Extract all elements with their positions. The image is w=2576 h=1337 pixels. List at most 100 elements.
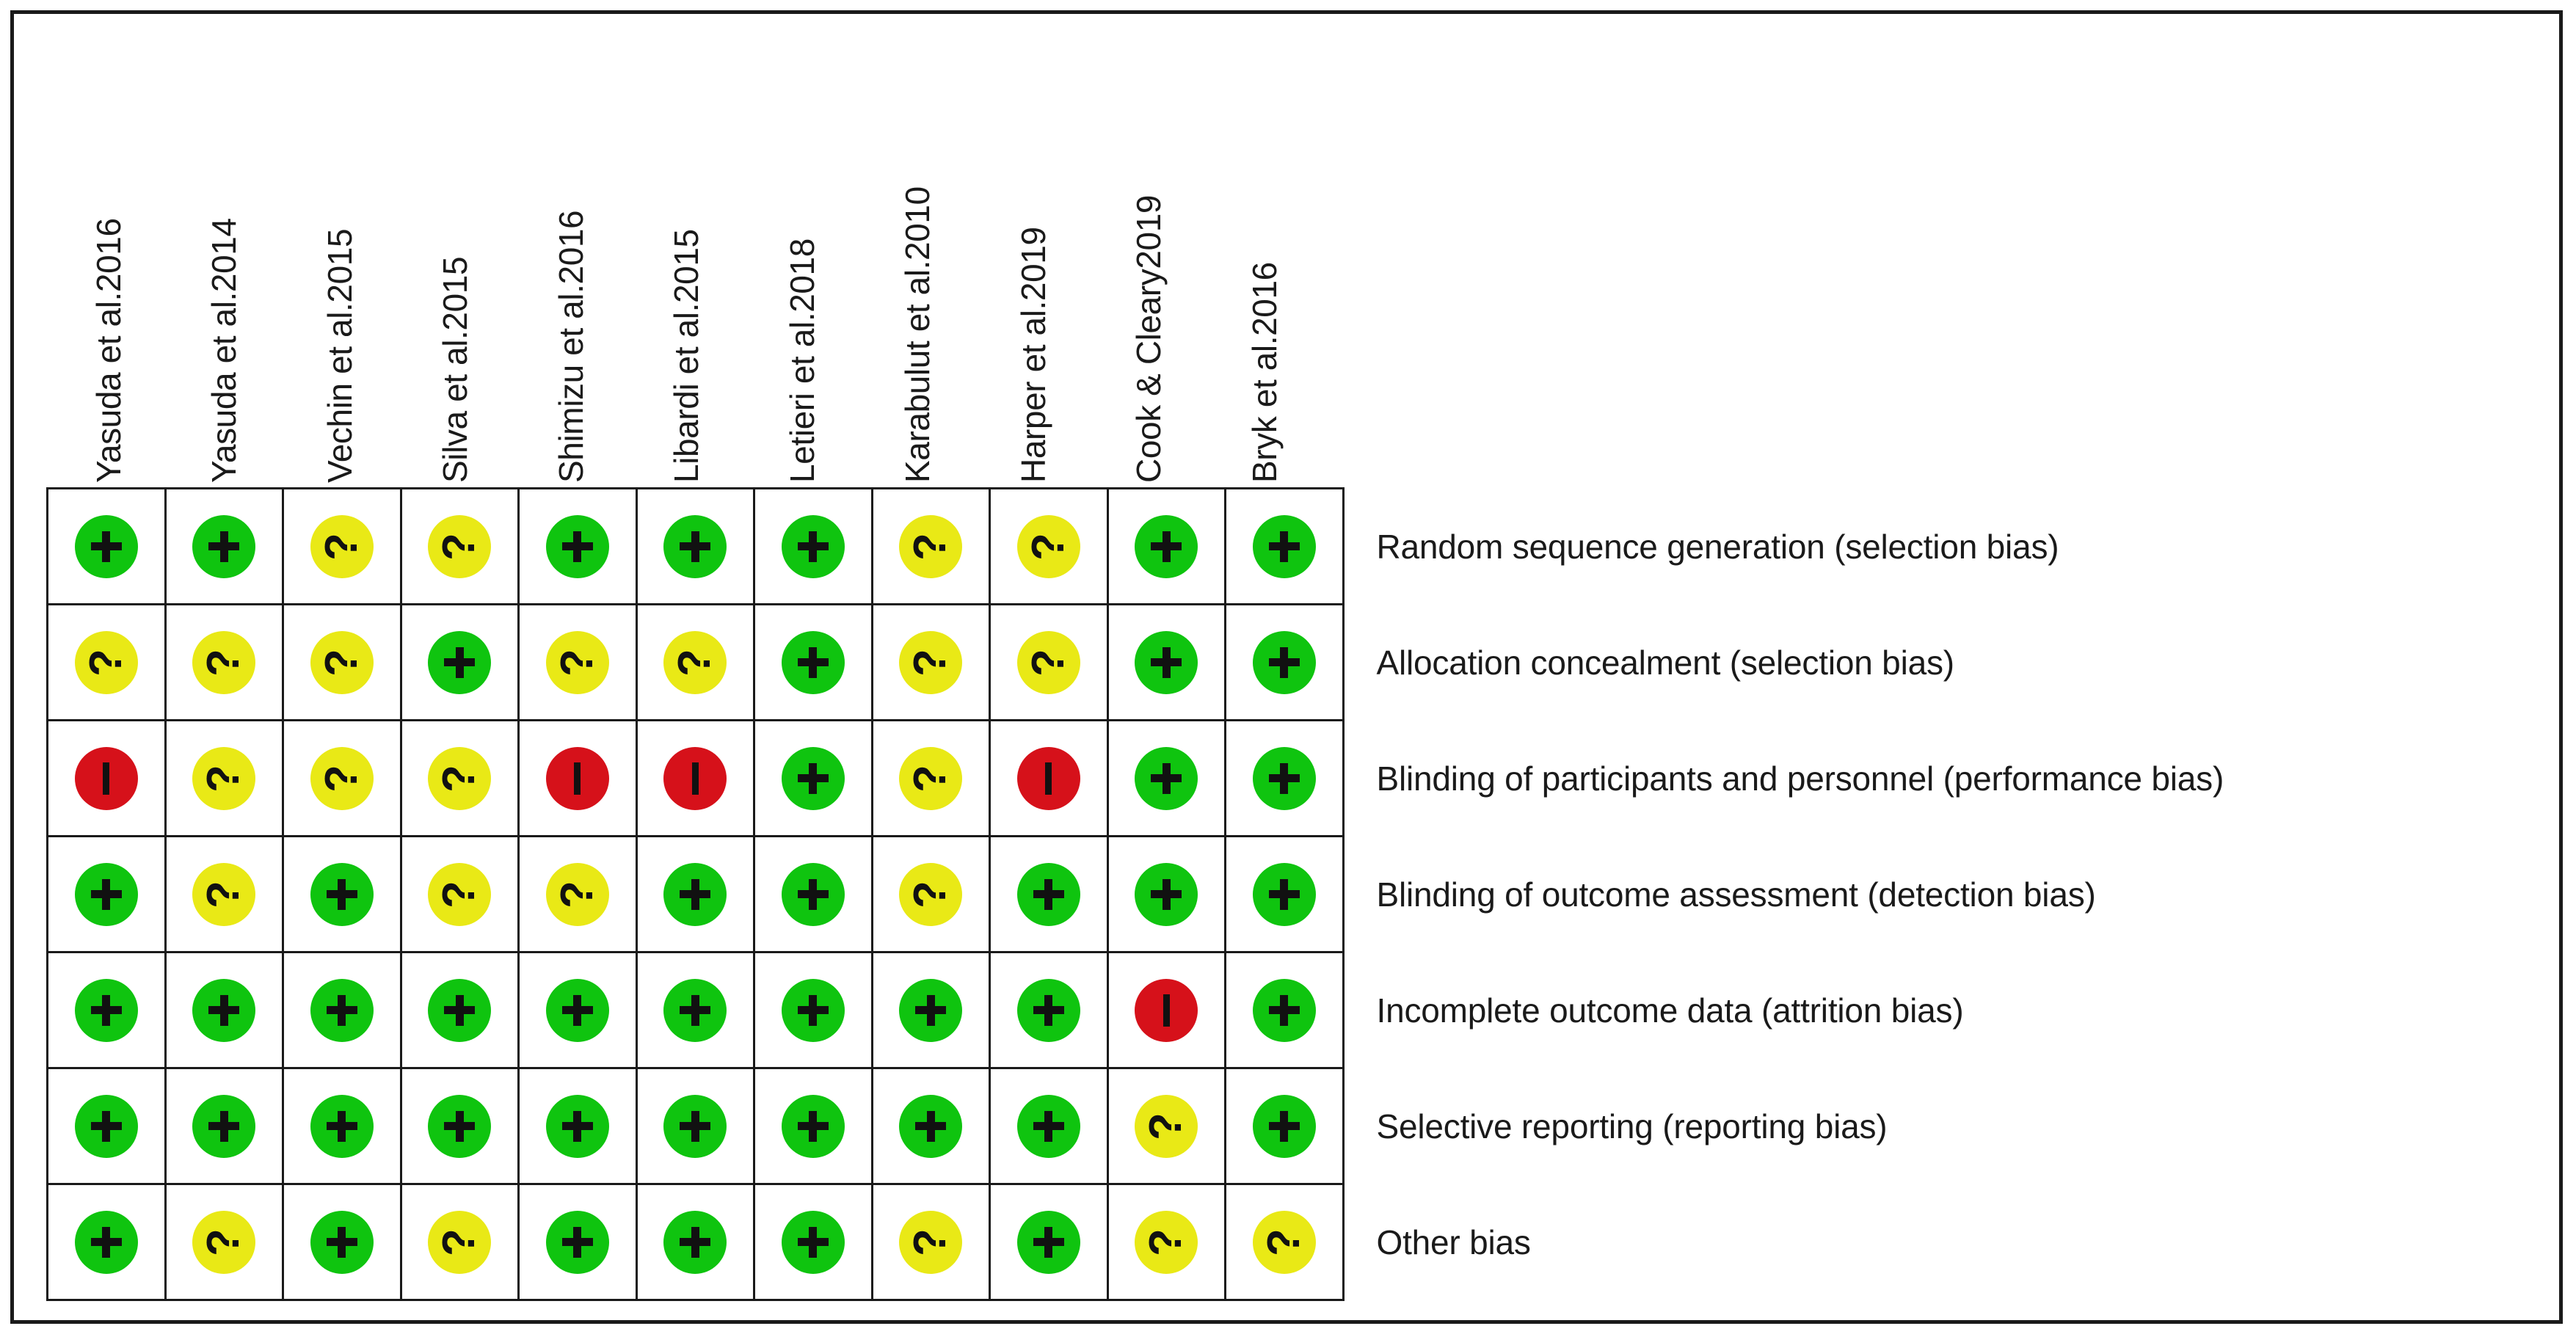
judgement-cell-r5-c6[interactable] <box>753 1067 873 1185</box>
judgement-cell-r5-c3[interactable] <box>399 1067 520 1185</box>
judgement-cell-r6-c9[interactable]: ? <box>1106 1183 1226 1301</box>
judgement-cell-r3-c5[interactable] <box>635 835 755 953</box>
study-header-2: Vechin et al.2015 <box>282 29 398 487</box>
judgement-unclear-icon: ? <box>74 630 138 694</box>
judgement-low-icon <box>545 514 609 578</box>
judgement-cell-r0-c0[interactable] <box>46 487 167 605</box>
domain-label-5: Selective reporting (reporting bias) <box>1376 1107 1888 1145</box>
judgement-cell-r2-c10[interactable] <box>1224 719 1345 837</box>
judgement-cell-r1-c5[interactable]: ? <box>635 603 755 721</box>
study-header-8: Harper et al.2019 <box>975 29 1091 487</box>
judgement-cell-r3-c2[interactable] <box>282 835 402 953</box>
judgement-cell-r1-c6[interactable] <box>753 603 873 721</box>
study-header-7: Karabulut et al.2010 <box>860 29 976 487</box>
judgement-cell-r3-c9[interactable] <box>1106 835 1226 953</box>
judgement-cell-r6-c5[interactable] <box>635 1183 755 1301</box>
judgement-cell-r0-c3[interactable]: ? <box>399 487 520 605</box>
judgement-cell-r1-c9[interactable] <box>1106 603 1226 721</box>
judgement-cell-r4-c7[interactable] <box>870 951 991 1069</box>
judgement-cell-r4-c3[interactable] <box>399 951 520 1069</box>
judgement-cell-r2-c1[interactable]: ? <box>164 719 284 837</box>
judgement-cell-r4-c0[interactable] <box>46 951 167 1069</box>
judgement-cell-r0-c1[interactable] <box>164 487 284 605</box>
judgement-cell-r0-c8[interactable]: ? <box>989 487 1109 605</box>
judgement-cell-r1-c4[interactable]: ? <box>517 603 638 721</box>
judgement-cell-r4-c10[interactable] <box>1224 951 1345 1069</box>
judgement-cell-r3-c1[interactable]: ? <box>164 835 284 953</box>
judgement-cell-r5-c9[interactable]: ? <box>1106 1067 1226 1185</box>
judgement-cell-r5-c8[interactable] <box>989 1067 1109 1185</box>
judgement-cell-r2-c4[interactable] <box>517 719 638 837</box>
judgement-cell-r1-c1[interactable]: ? <box>164 603 284 721</box>
judgement-unclear-icon: ? <box>428 862 492 926</box>
judgement-cell-r4-c2[interactable] <box>282 951 402 1069</box>
judgement-cell-r1-c8[interactable]: ? <box>989 603 1109 721</box>
judgement-cell-r3-c0[interactable] <box>46 835 167 953</box>
judgement-cell-r4-c5[interactable] <box>635 951 755 1069</box>
judgement-cell-r3-c7[interactable]: ? <box>870 835 991 953</box>
table-row: Incomplete outcome data (attrition bias) <box>46 951 2225 1069</box>
judgement-cell-r2-c2[interactable]: ? <box>282 719 402 837</box>
judgement-cell-r6-c10[interactable]: ? <box>1224 1183 1345 1301</box>
domain-label-3: Blinding of outcome assessment (detectio… <box>1376 875 2096 914</box>
judgement-cell-r6-c2[interactable] <box>282 1183 402 1301</box>
judgement-cell-r3-c8[interactable] <box>989 835 1109 953</box>
judgement-low-icon <box>1252 978 1316 1042</box>
question-mark-glyph: ? <box>434 1228 485 1256</box>
judgement-cell-r1-c2[interactable]: ? <box>282 603 402 721</box>
judgement-cell-r1-c7[interactable]: ? <box>870 603 991 721</box>
judgement-cell-r0-c9[interactable] <box>1106 487 1226 605</box>
judgement-cell-r6-c6[interactable] <box>753 1183 873 1301</box>
judgement-cell-r6-c1[interactable]: ? <box>164 1183 284 1301</box>
judgement-cell-r4-c4[interactable] <box>517 951 638 1069</box>
judgement-cell-r2-c5[interactable] <box>635 719 755 837</box>
judgement-cell-r3-c3[interactable]: ? <box>399 835 520 953</box>
judgement-cell-r6-c0[interactable] <box>46 1183 167 1301</box>
study-header-label: Silva et al.2015 <box>436 256 475 483</box>
judgement-cell-r0-c7[interactable]: ? <box>870 487 991 605</box>
judgement-cell-r6-c4[interactable] <box>517 1183 638 1301</box>
judgement-cell-r5-c10[interactable] <box>1224 1067 1345 1185</box>
judgement-unclear-icon: ? <box>899 746 963 810</box>
judgement-cell-r2-c8[interactable] <box>989 719 1109 837</box>
judgement-low-icon <box>1252 514 1316 578</box>
judgement-cell-r0-c4[interactable] <box>517 487 638 605</box>
judgement-cell-r1-c3[interactable] <box>399 603 520 721</box>
judgement-cell-r4-c6[interactable] <box>753 951 873 1069</box>
judgement-cell-r3-c10[interactable] <box>1224 835 1345 953</box>
judgement-cell-r2-c0[interactable] <box>46 719 167 837</box>
judgement-cell-r5-c2[interactable] <box>282 1067 402 1185</box>
question-mark-glyph: ? <box>198 1228 250 1256</box>
judgement-cell-r5-c0[interactable] <box>46 1067 167 1185</box>
judgement-cell-r5-c1[interactable] <box>164 1067 284 1185</box>
judgement-cell-r1-c10[interactable] <box>1224 603 1345 721</box>
judgement-cell-r6-c8[interactable] <box>989 1183 1109 1301</box>
judgement-cell-r2-c6[interactable] <box>753 719 873 837</box>
judgement-low-icon <box>663 978 727 1042</box>
judgement-cell-r0-c10[interactable] <box>1224 487 1345 605</box>
judgement-cell-r6-c3[interactable]: ? <box>399 1183 520 1301</box>
judgement-cell-r3-c4[interactable]: ? <box>517 835 638 953</box>
judgement-cell-r5-c4[interactable] <box>517 1067 638 1185</box>
judgement-cell-r4-c9[interactable] <box>1106 951 1226 1069</box>
judgement-cell-r5-c5[interactable] <box>635 1067 755 1185</box>
judgement-cell-r2-c9[interactable] <box>1106 719 1226 837</box>
judgement-cell-r3-c6[interactable] <box>753 835 873 953</box>
judgement-cell-r0-c2[interactable]: ? <box>282 487 402 605</box>
judgement-cell-r6-c7[interactable]: ? <box>870 1183 991 1301</box>
judgement-unclear-icon: ? <box>663 630 727 694</box>
judgement-cell-r1-c0[interactable]: ? <box>46 603 167 721</box>
judgement-cell-r2-c7[interactable]: ? <box>870 719 991 837</box>
judgement-cell-r4-c1[interactable] <box>164 951 284 1069</box>
judgement-cell-r5-c7[interactable] <box>870 1067 991 1185</box>
judgement-low-icon <box>74 978 138 1042</box>
domain-label-0: Random sequence generation (selection bi… <box>1376 527 2059 566</box>
judgement-low-icon <box>74 1210 138 1274</box>
judgement-low-icon <box>428 1094 492 1158</box>
judgement-cell-r4-c8[interactable] <box>989 951 1109 1069</box>
judgement-cell-r2-c3[interactable]: ? <box>399 719 520 837</box>
judgement-cell-r0-c5[interactable] <box>635 487 755 605</box>
judgement-low-icon <box>781 746 845 810</box>
judgement-cell-r0-c6[interactable] <box>753 487 873 605</box>
